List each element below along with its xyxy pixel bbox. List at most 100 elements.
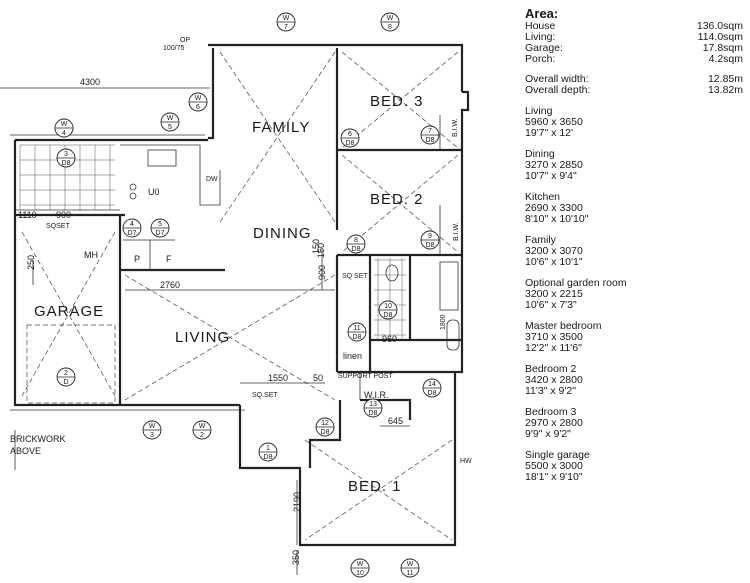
tag-top: 1 <box>266 445 270 452</box>
dim-1110: 1110 <box>18 210 37 220</box>
room-name: Dining <box>525 148 555 160</box>
tag-top: W <box>61 121 68 128</box>
fixture-mh: MH <box>84 250 98 260</box>
room-imperial: 18'1" x 9'10" <box>525 471 583 483</box>
tag-top: 11 <box>353 325 360 332</box>
floor-plan-drawing: BED. 3 BED. 2 BED. 1 FAMILY DINING LIVIN… <box>0 12 472 578</box>
overall-row-value: 12.85m <box>707 73 743 85</box>
tag-bottom: D8 <box>426 137 435 144</box>
room-metric: 5960 x 3650 <box>525 116 583 128</box>
overall-row: Overall depth:13.82m <box>525 85 743 96</box>
room-label-bed3: BED. 3 <box>370 93 424 110</box>
room-label-bed2: BED. 2 <box>370 191 424 208</box>
tag-top: 10 <box>384 303 392 310</box>
tag-w8: W8 <box>380 12 400 32</box>
room-name: Single garage <box>525 449 590 461</box>
fixture-biw-mid: B.I.W. <box>453 222 460 241</box>
tag-bottom: D8 <box>428 390 437 397</box>
tag-top: W <box>195 95 202 102</box>
room-metric: 3420 x 2800 <box>525 374 583 386</box>
tag-top: 7 <box>428 128 432 135</box>
tag-d1: 1D8 <box>258 442 278 462</box>
dimension-lines <box>0 87 410 575</box>
room-label-dining: DINING <box>253 225 312 242</box>
tag-top: 2 <box>64 370 68 377</box>
area-row-label: Living: <box>525 31 556 43</box>
note-brickwork-line2: ABOVE <box>10 446 41 456</box>
tag-bottom: D <box>63 379 68 386</box>
room-imperial: 10'6" x 7'3" <box>525 299 577 311</box>
ceiling-diagonals <box>124 51 459 541</box>
tag-top: W <box>407 561 414 568</box>
tag-bottom: 7 <box>284 24 288 31</box>
note-brickwork-line1: BRICKWORK <box>10 434 66 444</box>
room-metric: 3200 x 2215 <box>525 288 583 300</box>
tag-top: W <box>199 423 206 430</box>
area-row-value: 4.2sqm <box>708 53 743 65</box>
room-metric: 2970 x 2800 <box>525 417 583 429</box>
fixture-dw: DW <box>206 176 218 183</box>
fixture-sqset-living: SQ.SET <box>252 392 278 399</box>
tag-top: 6 <box>348 131 352 138</box>
area-row-label: Porch: <box>525 53 556 65</box>
tag-w5: W5 <box>160 112 180 132</box>
room-label-bed1: BED. 1 <box>348 478 402 495</box>
tag-top: W <box>387 15 394 22</box>
room-label-linen: linen <box>343 351 362 361</box>
tag-w2: W2 <box>192 420 212 440</box>
room-imperial: 10'6" x 10'1" <box>525 256 583 268</box>
dim-150-b: 150 <box>311 239 321 254</box>
dim-960: 960 <box>382 334 397 344</box>
tag-w3: W3 <box>142 420 162 440</box>
room-name: Kitchen <box>525 191 561 203</box>
room-name: Living <box>525 105 553 117</box>
room-metric: 2690 x 3300 <box>525 202 583 214</box>
room-metric: 3270 x 2850 <box>525 159 583 171</box>
fixture-f: F <box>166 254 172 264</box>
tag-top: W <box>357 561 364 568</box>
tag-bottom: 2 <box>200 432 204 439</box>
room-imperial: 12'2" x 11'6" <box>525 342 582 354</box>
interior-walls <box>15 48 462 468</box>
room-imperial: 19'7" x 12' <box>525 127 574 139</box>
dim-1800: 1800 <box>440 314 447 330</box>
tag-top: W <box>149 423 156 430</box>
tag-bottom: D8 <box>369 410 378 417</box>
tag-bottom: 11 <box>406 570 413 577</box>
dim-150: 150 <box>316 243 326 258</box>
exterior-walls <box>10 43 470 547</box>
room-metric: 5500 x 3000 <box>525 460 583 472</box>
room-name: Bedroom 3 <box>525 406 577 418</box>
room-label-family: FAMILY <box>252 119 310 136</box>
room-imperial: 9'9" x 9'2" <box>525 428 571 440</box>
tag-w10: W10 <box>350 558 370 578</box>
tag-d7: 7D8 <box>420 125 440 145</box>
tag-d3: 3D8 <box>56 148 76 168</box>
area-row: Garage:17.8sqm <box>525 43 743 54</box>
room-name: Bedroom 2 <box>525 363 577 375</box>
room-metric: 3200 x 3070 <box>525 245 583 257</box>
area-row-label: House <box>525 20 556 32</box>
area-row-value: 17.8sqm <box>702 42 743 54</box>
room-name: Optional garden room <box>525 277 627 289</box>
tag-d4: 4D7 <box>122 218 142 238</box>
area-row-value: 114.0sqm <box>697 31 743 43</box>
fixture-p: P <box>134 254 140 264</box>
room-imperial: 11'3" x 9'2" <box>525 385 576 397</box>
tag-top: W <box>283 15 290 22</box>
dim-645: 645 <box>388 416 403 426</box>
tag-bottom: D8 <box>62 160 71 167</box>
tag-bottom: D8 <box>346 140 355 147</box>
